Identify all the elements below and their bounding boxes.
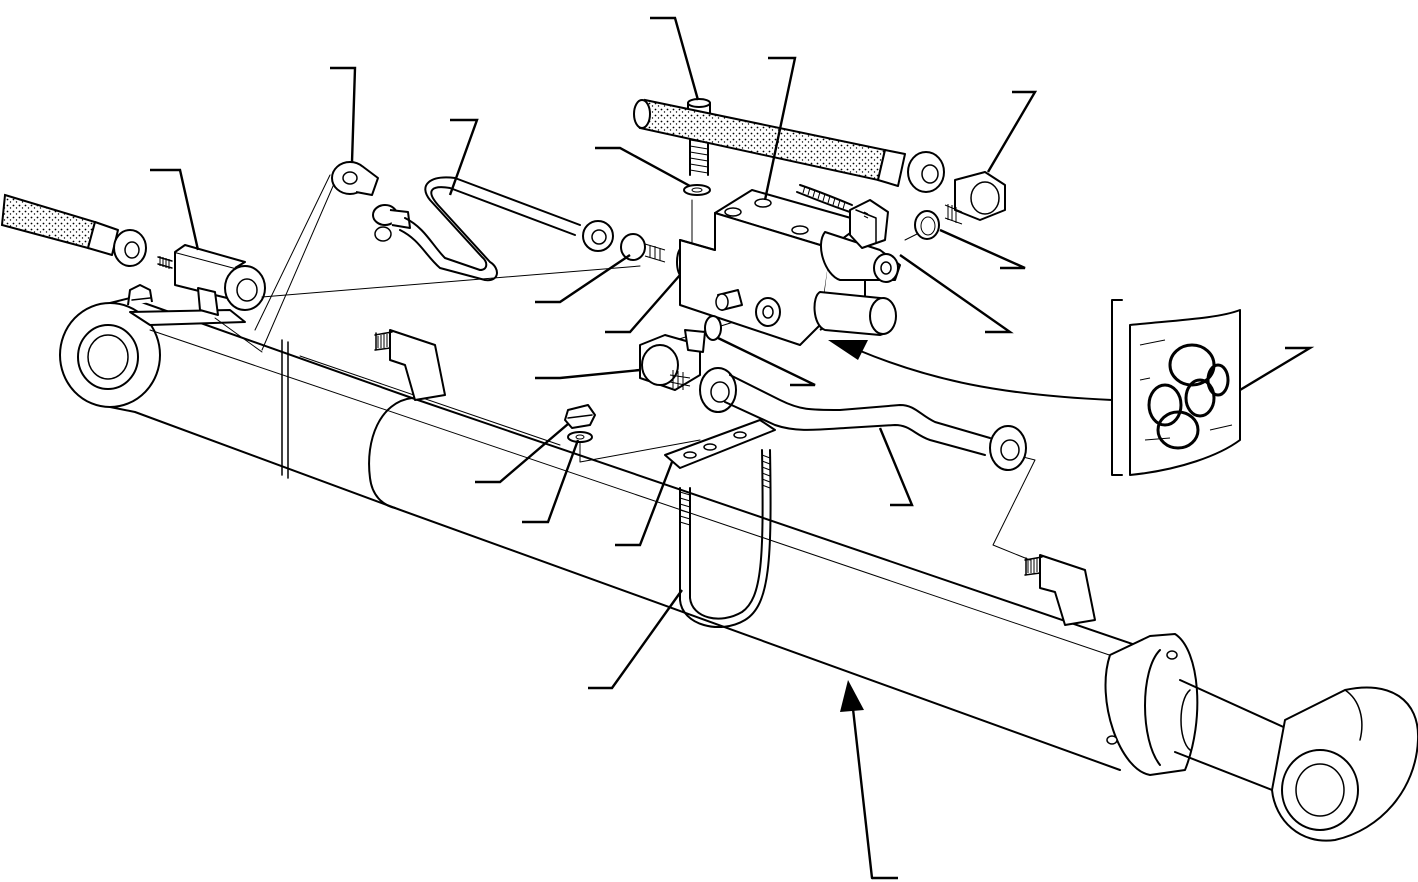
callout-leader-bent-pipe <box>448 118 479 196</box>
callout-leader-valve-block <box>763 56 797 201</box>
upper-right-hose <box>633 98 945 193</box>
callout-leader-clamp-washer <box>522 439 580 524</box>
hydraulic-cylinder-assembly <box>59 284 1418 842</box>
callout-leader-lower-o-ring <box>717 336 816 387</box>
rear-bracket-grease-fitting <box>127 284 289 479</box>
upper-right-o-ring <box>914 210 940 240</box>
seal-rings <box>1147 343 1230 450</box>
callout-leader-banjo-upper <box>330 66 357 163</box>
clamp-plate <box>664 419 776 469</box>
rod-eye <box>1271 686 1418 842</box>
relief-valve-cartridge <box>813 291 897 336</box>
callout-leader-clamp-plate <box>615 461 674 547</box>
callout-leader-upper-right-adapter <box>986 90 1038 173</box>
callout-leader-hose-clamp-bolt <box>650 16 700 101</box>
upper-right-hose-nut <box>907 151 945 193</box>
seal-kit-inset <box>1111 299 1241 476</box>
callout-leader-lower-pipe <box>878 427 914 507</box>
bent-steel-pipe-upper <box>399 176 581 282</box>
callout-leader-seal-kit <box>1239 346 1315 392</box>
front-elbow-port <box>1024 554 1096 626</box>
valve-small-plug <box>715 289 743 311</box>
lower-o-ring <box>704 315 722 341</box>
lower-banjo-fitting <box>639 329 706 391</box>
solenoid-coil <box>820 199 901 283</box>
callout-leader-lock-washer <box>595 146 691 188</box>
cylinder-assembly-arrow <box>840 680 874 880</box>
check-valve-left <box>174 244 266 316</box>
clamp-washer <box>567 431 593 443</box>
seal-kit-arrow <box>828 340 1113 401</box>
callout-leader-u-bolt <box>588 589 683 690</box>
lower-steel-pipe <box>724 374 991 456</box>
callout-leader-upper-o-ring <box>605 274 681 334</box>
upper-adapter <box>620 233 666 263</box>
lower-pipe-nut-left <box>699 367 737 413</box>
cylinder-rear-eye <box>59 302 161 408</box>
valve-side-port <box>755 297 781 327</box>
callout-leader-check-valve <box>150 168 200 251</box>
left-hose-assembly <box>0 193 173 269</box>
cylinder-barrel <box>109 297 1151 771</box>
u-bolt <box>679 449 772 629</box>
callout-leader-upper-o-ring-right <box>939 228 1026 270</box>
bolt-lock-washer <box>683 184 711 196</box>
banjo-fitting-upper <box>331 161 411 242</box>
upper-right-adapter <box>944 171 1006 225</box>
solenoid-cable <box>796 184 853 213</box>
cylinder-gland <box>1104 633 1199 776</box>
callout-leader-solenoid <box>899 254 1014 334</box>
callout-leader-upper-adapter <box>535 254 631 304</box>
rear-elbow-port <box>374 329 446 401</box>
lower-pipe-nut-right <box>989 425 1027 471</box>
callout-leader-clamp-nut <box>475 423 569 484</box>
callout-leader-lower-banjo <box>535 368 641 380</box>
upper-pipe-nut <box>582 220 614 252</box>
piston-rod <box>1174 679 1291 796</box>
banjo-bolt <box>372 204 411 242</box>
callout-leaders <box>150 16 1315 880</box>
clamp-nut <box>564 404 596 429</box>
left-hose-nut <box>113 229 147 267</box>
